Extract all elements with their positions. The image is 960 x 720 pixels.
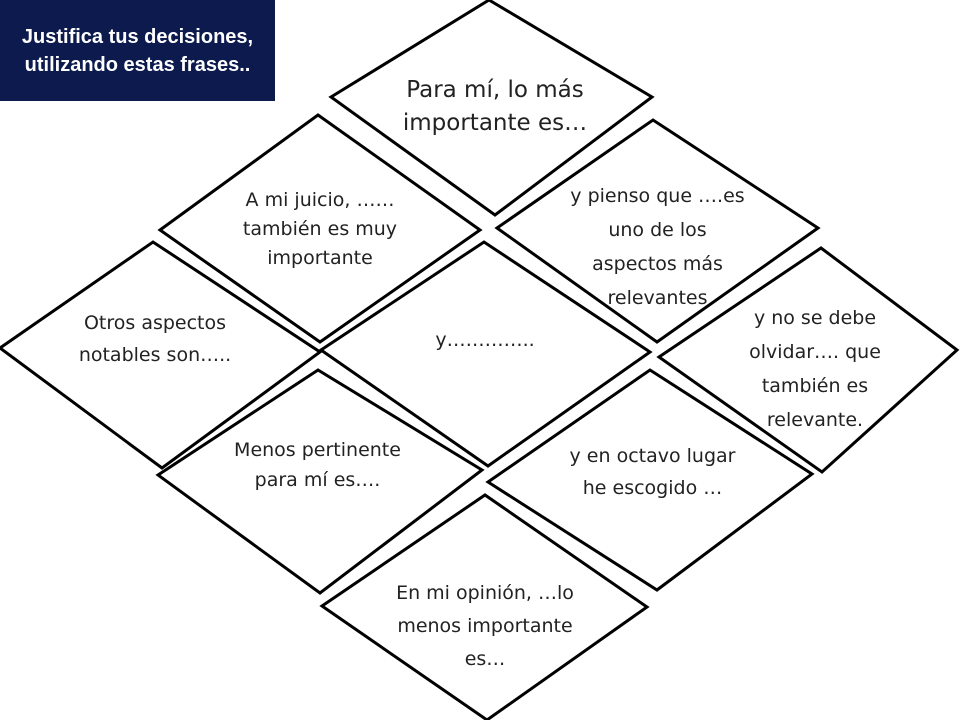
label-fourth-line: notables son….. — [78, 344, 232, 366]
label-fourth-line: Otros aspectos — [83, 312, 227, 334]
label-sixth-line: también es — [761, 375, 869, 397]
label-second-line: importante — [267, 247, 373, 269]
label-third-line: y pienso que ….es — [570, 185, 745, 207]
label-top: Para mí, lo más importante es… — [380, 74, 610, 140]
label-third: y pienso que ….es uno de los aspectos má… — [545, 179, 770, 315]
instruction-header: Justifica tus decisiones, utilizando est… — [0, 0, 275, 101]
header-line-1: Justifica tus decisiones, — [21, 25, 254, 48]
label-eighth: y en octavo lugar he escogido … — [540, 440, 765, 504]
label-seventh-line: Menos pertinente — [234, 439, 401, 461]
label-ninth: En mi opinión, …lo menos importante es… — [370, 577, 600, 676]
label-second: A mi juicio, …… también es muy important… — [210, 186, 430, 273]
diamond-top — [328, 0, 655, 217]
label-sixth: y no se debe olvidar…. que también es re… — [705, 301, 925, 437]
diamond-seventh — [155, 368, 485, 595]
diamond-second — [157, 113, 483, 344]
label-second-line: también es muy — [242, 218, 398, 240]
diamond-sixth — [656, 246, 960, 474]
label-sixth-line: relevante. — [766, 409, 864, 431]
label-top-line: Para mí, lo más — [406, 77, 584, 103]
label-fifth-line: y………….. — [435, 329, 535, 351]
label-ninth-line: es… — [464, 648, 506, 670]
header-line-2: utilizando estas frases.. — [24, 53, 251, 76]
label-third-line: uno de los — [608, 219, 707, 241]
diamond-fifth — [318, 240, 653, 468]
label-eighth-line: he escogido … — [582, 477, 723, 499]
label-top-line: importante es… — [402, 110, 588, 136]
label-fourth: Otros aspectos notables son….. — [50, 307, 260, 371]
label-seventh: Menos pertinente para mí es…. — [205, 435, 430, 495]
label-second-line: A mi juicio, …… — [245, 189, 395, 211]
label-seventh-line: para mí es…. — [254, 469, 381, 491]
label-ninth-line: En mi opinión, …lo — [396, 582, 574, 604]
diamond-third — [494, 118, 821, 344]
label-fifth: y………….. — [390, 325, 580, 355]
label-third-line: relevantes — [607, 287, 708, 309]
label-ninth-line: menos importante — [397, 615, 573, 637]
diamond-ninth — [319, 493, 650, 720]
label-third-line: aspectos más — [592, 253, 723, 275]
label-sixth-line: olvidar…. que — [749, 341, 881, 363]
diamond-fourth — [0, 240, 323, 470]
diamond-eighth — [485, 368, 815, 592]
label-eighth-line: y en octavo lugar — [569, 445, 736, 467]
label-sixth-line: y no se debe — [753, 307, 877, 329]
